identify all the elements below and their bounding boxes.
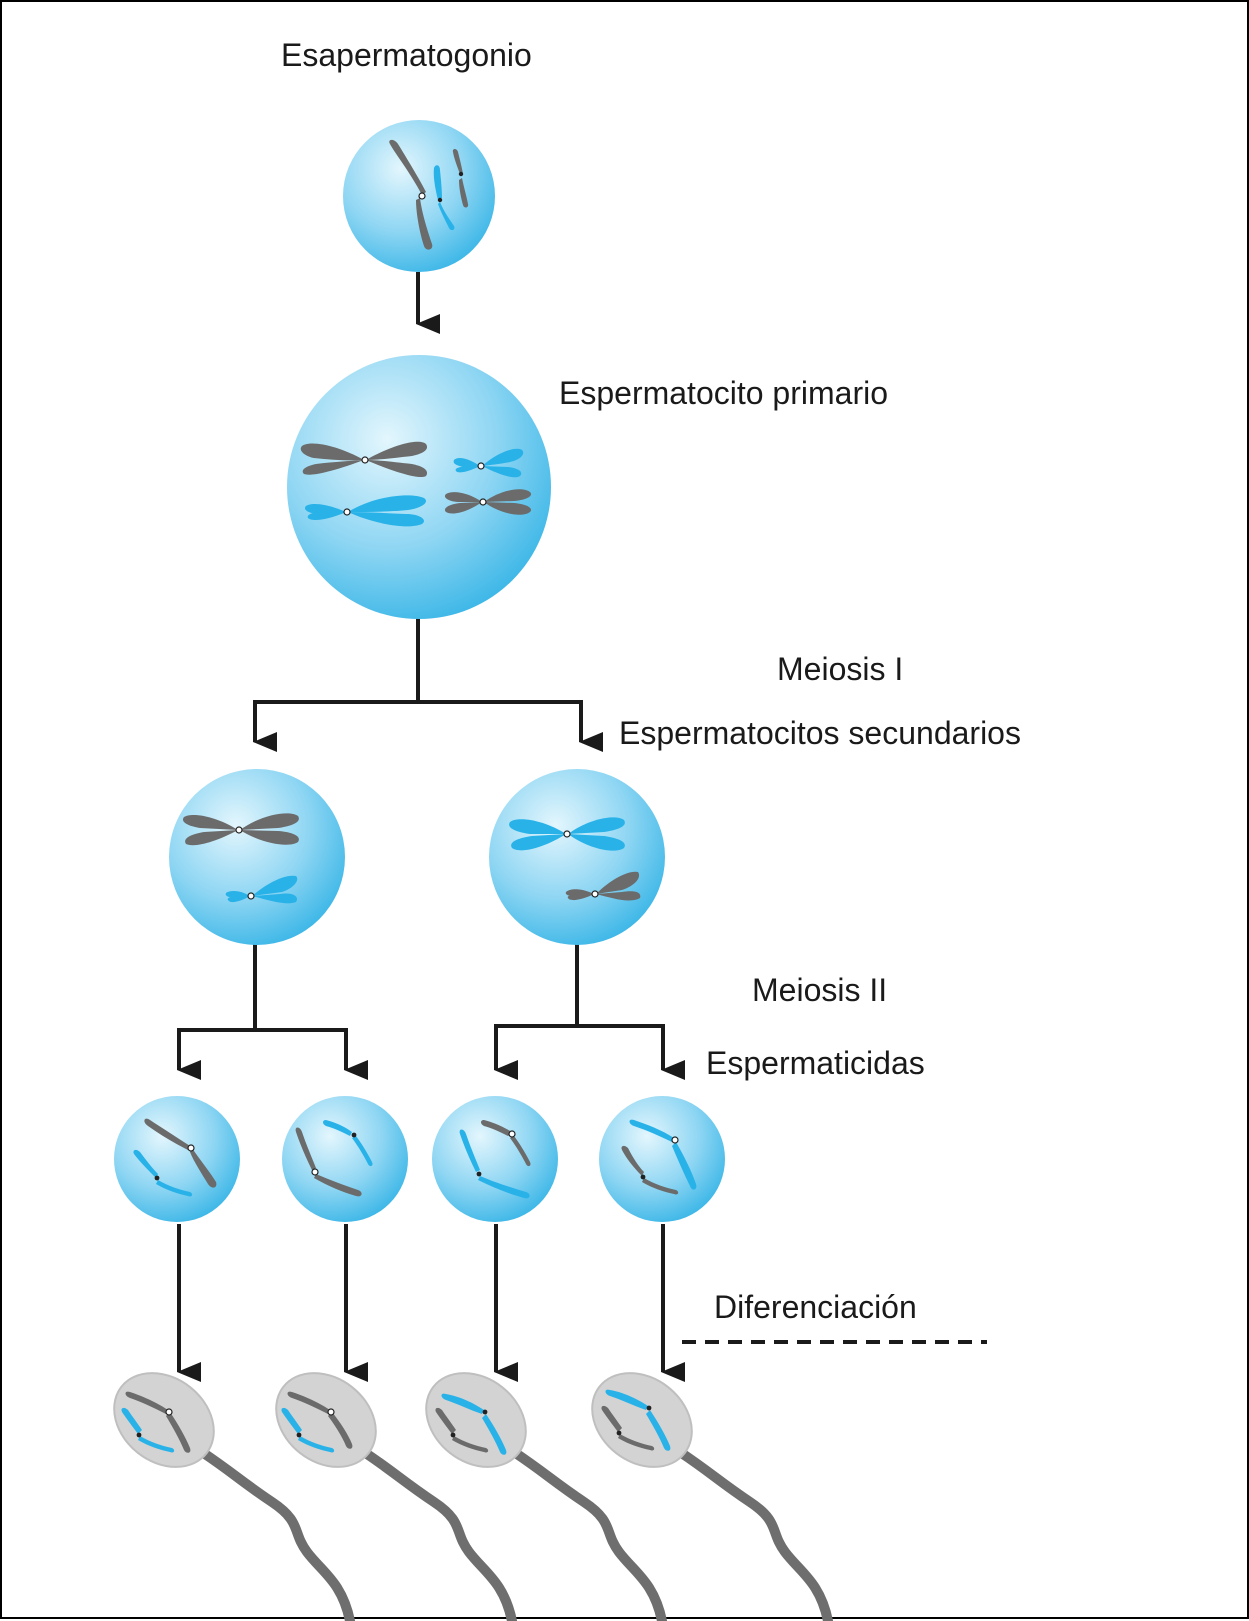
sperm-2 <box>275 1372 517 1621</box>
arrow-to-spermatid-3 <box>494 942 579 1080</box>
label-spermatogonium: Esapermatogonio <box>281 37 532 73</box>
label-primary-spermatocyte: Espermatocito primario <box>559 375 888 411</box>
arrow-to-secondary-right <box>418 700 603 752</box>
spermatid-4 <box>599 1096 725 1222</box>
chromosome-blue-small <box>433 165 455 231</box>
label-secondary-spermatocytes: Espermatocitos secundarios <box>619 715 1021 751</box>
primary-spermatocyte-cell <box>287 355 551 619</box>
label-meiosis-2: Meiosis II <box>752 972 887 1008</box>
chromosome-gray <box>565 871 641 901</box>
spermatid-3 <box>432 1096 558 1222</box>
label-spermatids: Espermaticidas <box>706 1045 925 1081</box>
sperm-3 <box>425 1372 667 1621</box>
arrow-to-spermatid-4 <box>577 1024 685 1080</box>
chromosome-gray-large <box>389 139 433 250</box>
tetrad-blue-large <box>304 495 427 527</box>
sperm-4 <box>591 1372 833 1621</box>
sperm-1 <box>113 1372 355 1621</box>
chromosome-blue <box>225 875 298 904</box>
arrow-to-spermatid-2 <box>255 1028 368 1080</box>
chromosome-blue <box>509 817 625 851</box>
label-differentiation: Diferenciación <box>714 1289 917 1325</box>
secondary-spermatocyte-left <box>169 769 345 945</box>
spermatid-2 <box>282 1096 408 1222</box>
chromosome-gray-small <box>452 149 469 208</box>
tetrad-gray-small <box>444 489 532 515</box>
secondary-spermatocyte-right <box>489 769 665 945</box>
chromosome-gray <box>182 813 299 846</box>
spermatogonium-cell <box>343 120 495 272</box>
spermatid-1 <box>114 1096 240 1222</box>
tetrad-blue-small <box>453 448 524 478</box>
connector-lines <box>177 272 685 1382</box>
arrow-to-spermatid-1 <box>177 942 257 1080</box>
arrow-to-secondary-left <box>253 612 420 752</box>
tetrad-gray-large <box>300 441 428 478</box>
label-meiosis-1: Meiosis I <box>777 651 903 687</box>
